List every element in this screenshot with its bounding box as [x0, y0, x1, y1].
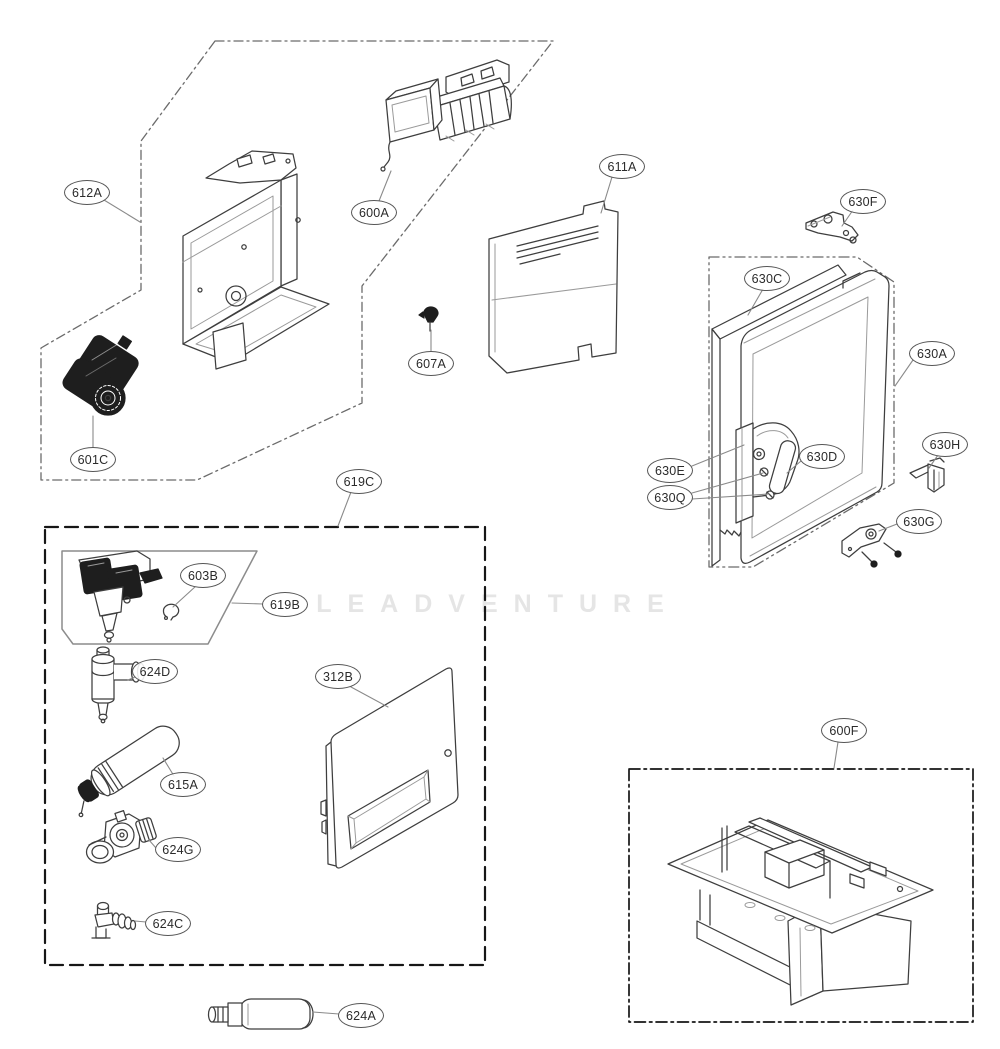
- region-630-door-outline: [708, 256, 895, 568]
- region-619b-outline: [61, 550, 258, 645]
- drawing-603b-clip: [162, 603, 180, 621]
- drawing-630h-cap: [909, 457, 945, 493]
- drawing-624d-fitting: [91, 646, 146, 724]
- region-600f-outline: [628, 768, 974, 1023]
- drawing-624g-valve: [85, 810, 157, 864]
- drawing-600a-icemaker: [380, 59, 512, 172]
- region-612a-outline: [40, 40, 554, 481]
- leader-lines: [92, 170, 939, 1015]
- drawing-630-dispenser: [735, 422, 800, 524]
- callout-312b[interactable]: 312B: [315, 664, 361, 689]
- callout-630a[interactable]: 630A: [909, 341, 955, 366]
- callout-603b[interactable]: 603B: [180, 563, 226, 588]
- watermark-logo: [483, 432, 561, 548]
- drawing-601c-geared-motor: [62, 335, 139, 416]
- callout-630c[interactable]: 630C: [744, 266, 790, 291]
- drawing-630g-hinge: [841, 523, 902, 568]
- callout-630d[interactable]: 630D: [799, 444, 845, 469]
- callout-619c[interactable]: 619C: [336, 469, 382, 494]
- drawing-630f-hinge-bracket: [805, 211, 859, 244]
- callout-600a[interactable]: 600A: [351, 200, 397, 225]
- callout-630f[interactable]: 630F: [840, 189, 886, 214]
- drawing-600f-assembly: [667, 817, 934, 1006]
- drawing-615a-filter: [77, 725, 180, 818]
- drawing-312b-cover: [320, 667, 459, 869]
- callout-624c[interactable]: 624C: [145, 911, 191, 936]
- drawing-607a-screw: [418, 306, 439, 332]
- callout-624g[interactable]: 624G: [155, 837, 201, 862]
- callout-612a[interactable]: 612A: [64, 180, 110, 205]
- callout-600f[interactable]: 600F: [821, 718, 867, 743]
- callout-619b[interactable]: 619B: [262, 592, 308, 617]
- drawing-619b-water-valve: [78, 550, 163, 643]
- callout-624a[interactable]: 624A: [338, 1003, 384, 1028]
- region-619c-outline: [43, 525, 487, 967]
- callout-601c[interactable]: 601C: [70, 447, 116, 472]
- drawing-611a-cover: [488, 200, 619, 374]
- callout-630h[interactable]: 630H: [922, 432, 968, 457]
- callout-630q[interactable]: 630Q: [647, 485, 693, 510]
- drawing-624c-fitting: [91, 901, 137, 939]
- callout-630g[interactable]: 630G: [896, 509, 942, 534]
- callout-607a[interactable]: 607A: [408, 351, 454, 376]
- callout-630e[interactable]: 630E: [647, 458, 693, 483]
- drawing-612a-bracket: [182, 150, 330, 370]
- callout-615a[interactable]: 615A: [160, 772, 206, 797]
- drawing-630a-door: [740, 269, 890, 564]
- callout-624d[interactable]: 624D: [132, 659, 178, 684]
- watermark-text: LEADVENTURE: [316, 590, 680, 618]
- drawing-624a-filter: [207, 998, 314, 1030]
- callout-611a[interactable]: 611A: [599, 154, 645, 179]
